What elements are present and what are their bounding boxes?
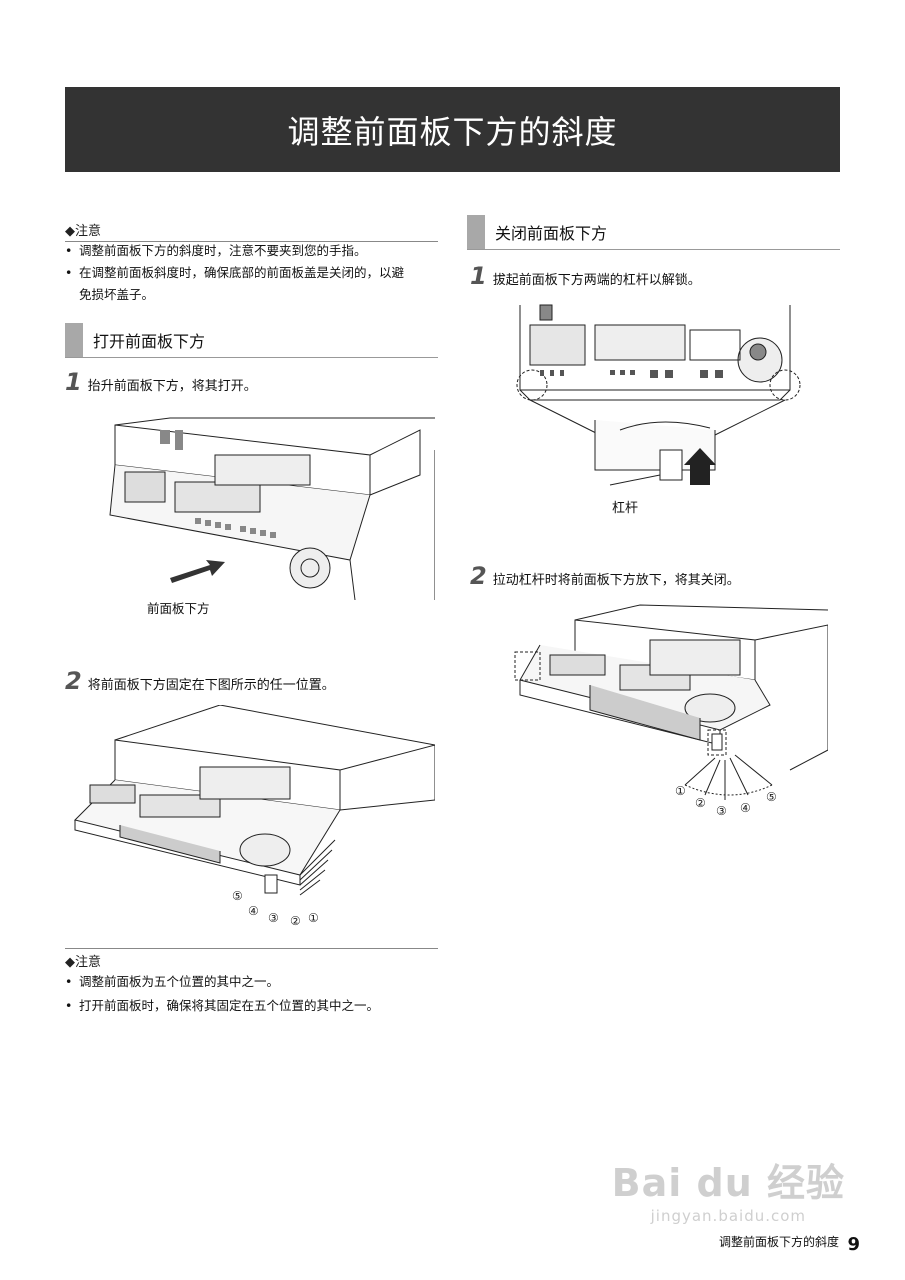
section-heading-close: 关闭前面板下方: [467, 215, 840, 250]
watermark: Bai du 经验 jingyan.baidu.com: [612, 1152, 845, 1225]
note-heading-top: ◆注意: [65, 220, 438, 242]
note-item: 调整前面板下方的斜度时，注意不要夹到您的手指。: [65, 240, 440, 262]
note-heading-bottom: ◆注意: [65, 948, 438, 972]
lever-label: 杠杆: [612, 500, 638, 516]
position-label-1: ①: [675, 784, 686, 798]
position-label-5: ⑤: [232, 889, 243, 903]
position-label-3: ③: [716, 804, 727, 818]
note-item: 打开前面板时，确保将其固定在五个位置的其中之一。: [65, 994, 440, 1018]
close-step-1: 1 拔起前面板下方两端的杠杆以解锁。: [470, 262, 701, 290]
figure-unlock-lever: 杠杆: [516, 304, 801, 516]
position-label-4: ④: [248, 904, 259, 918]
step-text: 拔起前面板下方两端的杠杆以解锁。: [492, 273, 701, 288]
step-number: 2: [470, 562, 487, 590]
note-label: ◆注意: [65, 955, 101, 970]
heading-bar: [467, 215, 485, 249]
note-list-bottom: 调整前面板为五个位置的其中之一。 打开前面板时，确保将其固定在五个位置的其中之一…: [65, 970, 440, 1018]
position-label-4: ④: [740, 801, 751, 815]
section-title: 打开前面板下方: [93, 332, 206, 351]
note-item: 调整前面板为五个位置的其中之一。: [65, 970, 440, 994]
watermark-url: jingyan.baidu.com: [650, 1207, 807, 1225]
page-title-bar: 调整前面板下方的斜度: [65, 87, 840, 172]
close-step-2: 2 拉动杠杆时将前面板下方放下，将其关闭。: [470, 562, 740, 590]
figure-caption-front-panel: 前面板下方: [147, 601, 210, 616]
position-label-2: ②: [290, 914, 301, 928]
open-step-2: 2 将前面板下方固定在下图所示的任一位置。: [65, 667, 335, 695]
section-heading-open: 打开前面板下方: [65, 323, 438, 358]
figure-open-panel: [109, 417, 435, 600]
page-title: 调整前面板下方的斜度: [287, 112, 618, 151]
watermark-logo: Bai du 经验: [611, 1161, 845, 1205]
page-number: 9: [847, 1234, 860, 1255]
step-number: 1: [470, 262, 487, 290]
figure-close-panel: ① ② ③ ④ ⑤: [514, 604, 828, 818]
note-label: ◆注意: [65, 224, 101, 239]
step-text: 拉动杠杆时将前面板下方放下，将其关闭。: [492, 573, 740, 588]
position-label-3: ③: [268, 911, 279, 925]
open-step-1: 1 抬升前面板下方，将其打开。: [65, 368, 257, 396]
note-list-top: 调整前面板下方的斜度时，注意不要夹到您的手指。 在调整前面板斜度时，确保底部的前…: [65, 240, 440, 306]
heading-bar: [65, 323, 83, 357]
step-text: 抬升前面板下方，将其打开。: [87, 379, 257, 394]
step-number: 1: [65, 368, 82, 396]
section-title: 关闭前面板下方: [495, 224, 608, 243]
step-number: 2: [65, 667, 82, 695]
figure-tilt-positions: ⑤ ④ ③ ② ①: [74, 705, 435, 928]
position-label-2: ②: [695, 796, 706, 810]
position-label-5: ⑤: [766, 790, 777, 804]
position-label-1: ①: [308, 911, 319, 925]
footer-section-title: 调整前面板下方的斜度: [718, 1235, 839, 1249]
step-text: 将前面板下方固定在下图所示的任一位置。: [87, 678, 335, 693]
